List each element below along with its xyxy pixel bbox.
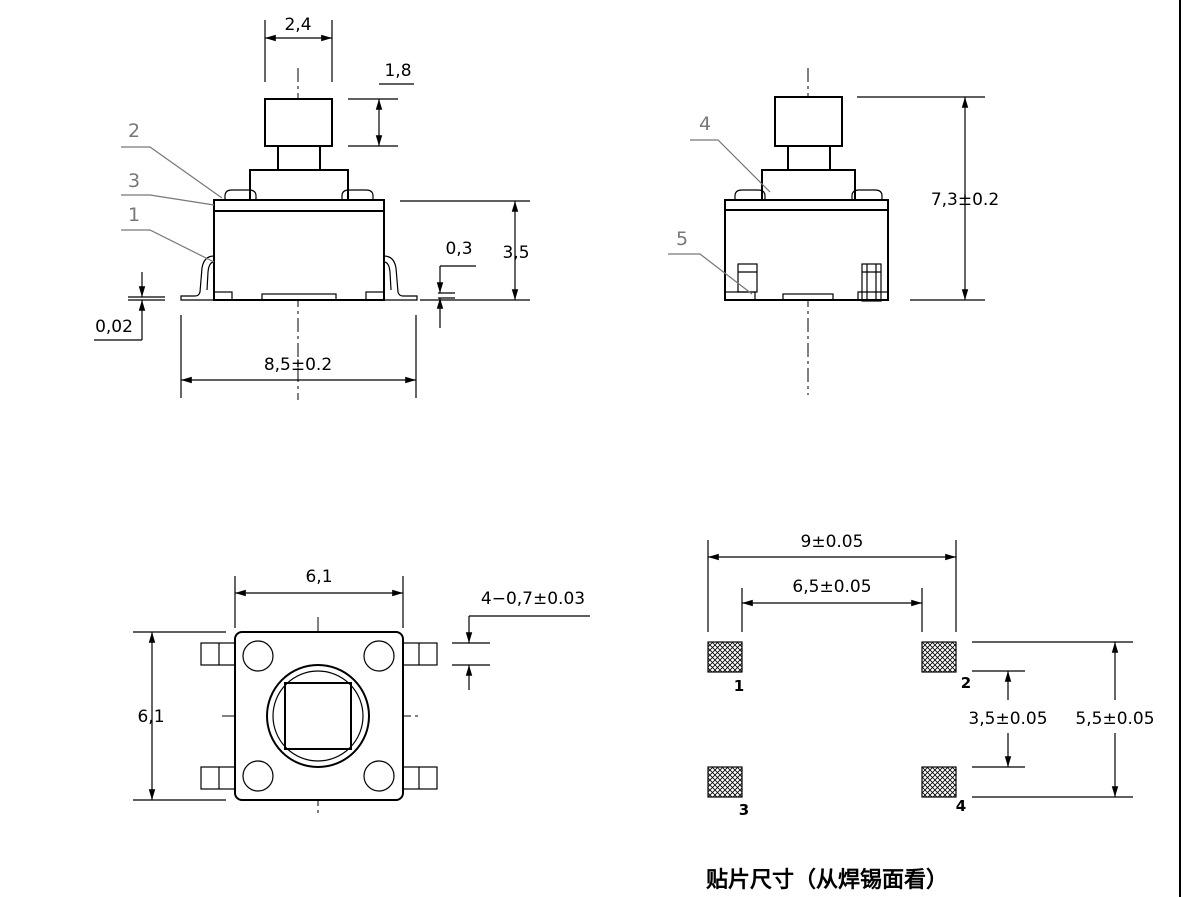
callout-5: 5	[676, 228, 688, 250]
dim-footprint-inner-height: 3,5±0.05	[968, 709, 1047, 729]
top-body	[234, 631, 404, 801]
side-lead-right	[383, 255, 418, 301]
dim-footprint-outer-height: 5,5±0.05	[1075, 709, 1154, 729]
side-body	[213, 210, 385, 301]
footprint-title: 贴片尺寸（从焊锡面看）	[706, 867, 948, 893]
dim-footprint-outer-width: 9±0.05	[801, 532, 864, 552]
pad-label-2: 2	[961, 674, 971, 692]
callout-2: 2	[128, 120, 140, 142]
front-view: 7,3±0.2 4 5	[668, 68, 999, 395]
top-lead-tr	[402, 642, 438, 666]
pad-4	[921, 766, 957, 798]
dim-footprint-inner-width: 6,5±0.05	[792, 577, 871, 597]
dim-standoff: 0,02	[95, 317, 133, 337]
top-lead-bl	[200, 766, 236, 790]
pad-2	[921, 641, 957, 673]
front-body	[724, 209, 889, 301]
side-stem-neck	[277, 145, 321, 171]
side-view: 2,4 1,8 3,5 0,3 0,02 8,5±0.2 2	[94, 15, 530, 400]
pad-label-4: 4	[956, 797, 966, 815]
dim-lead-thickness: 0,3	[445, 239, 472, 259]
top-lead-tl	[200, 642, 236, 666]
pad-label-3: 3	[739, 801, 749, 819]
front-stem	[774, 96, 843, 147]
dim-stem-width: 2,4	[284, 15, 311, 35]
callout-4: 4	[699, 113, 711, 135]
top-hole	[363, 760, 395, 792]
top-lead-br	[402, 766, 438, 790]
pad-label-1: 1	[734, 677, 744, 695]
dim-top-height: 6,1	[137, 707, 164, 727]
top-hole	[363, 640, 395, 672]
side-cover	[213, 199, 385, 212]
top-view: 6,1 6,1 4−0,7±0.03	[133, 567, 590, 815]
dim-total-height: 7,3±0.2	[931, 190, 999, 210]
front-cap	[761, 169, 856, 201]
dim-holes: 4−0,7±0.03	[481, 589, 585, 609]
side-cap	[249, 169, 349, 201]
callout-1: 1	[128, 204, 140, 226]
dim-side-width: 8,5±0.2	[264, 355, 332, 375]
pad-1	[707, 641, 743, 673]
side-lead-left	[180, 255, 215, 301]
front-terminal-left	[737, 263, 758, 293]
dim-body-height: 3,5	[502, 243, 529, 263]
top-actuator-ring	[266, 664, 370, 768]
dim-top-width: 6,1	[305, 567, 332, 587]
top-hole	[242, 760, 274, 792]
pad-3	[707, 766, 743, 798]
side-stem	[264, 98, 333, 147]
callout-3: 3	[128, 170, 140, 192]
footprint-view: 1 2 3 4 9±0.05 6,5±0.05 3,5±0.05 5,5±0.0…	[706, 532, 1155, 893]
front-terminal-right	[861, 263, 882, 302]
dim-stem-height: 1,8	[384, 61, 411, 81]
top-actuator-square	[284, 682, 352, 750]
top-hole	[242, 640, 274, 672]
